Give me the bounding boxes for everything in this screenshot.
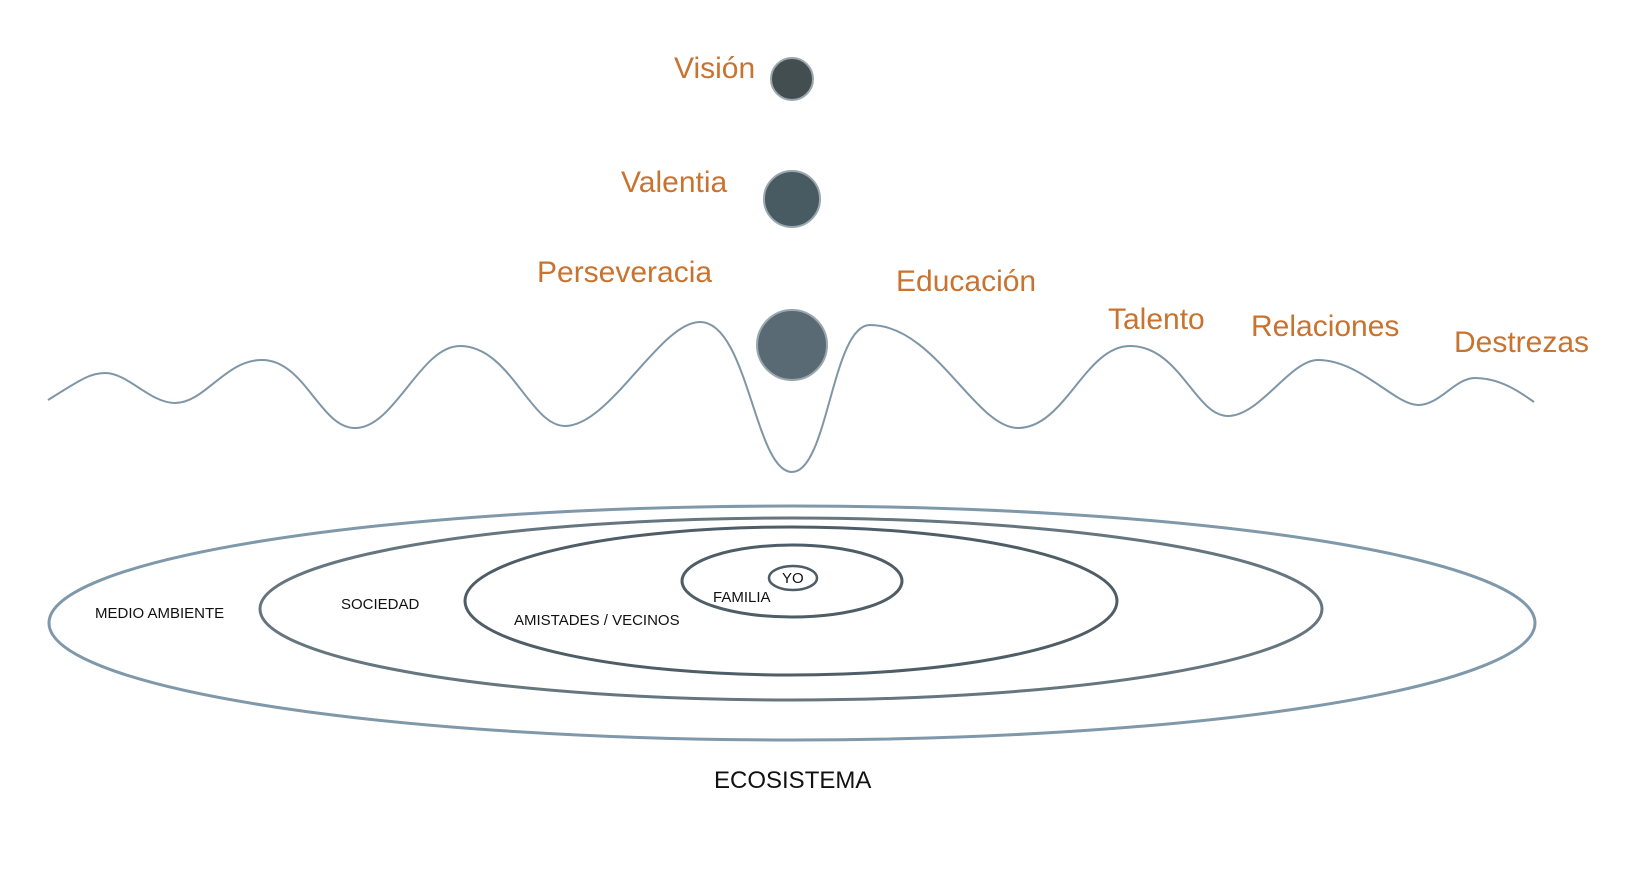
ring-medio-ambiente [47,504,1537,742]
label-perseveracia: Perseveracia [537,256,712,289]
label-talento: Talento [1108,303,1205,336]
label-vision: Visión [674,52,755,85]
ring-sociedad [258,516,1324,702]
vision-ball [770,57,814,101]
label-amistades: AMISTADES / VECINOS [514,612,680,629]
valentia-ball [763,170,821,228]
label-ecosistema: ECOSISTEMA [714,767,871,794]
wave-line [47,320,1535,474]
label-destrezas: Destrezas [1454,326,1589,359]
label-relaciones: Relaciones [1251,310,1399,343]
perseveracia-ball [756,309,828,381]
label-medio-ambiente: MEDIO AMBIENTE [95,605,224,622]
ring-amistades [463,525,1119,677]
ring-yo [767,564,819,592]
label-yo: YO [782,570,804,587]
ring-familia [680,543,904,619]
label-familia: FAMILIA [713,589,771,606]
label-educacion: Educación [896,265,1036,298]
label-valentia: Valentia [621,166,728,199]
label-sociedad: SOCIEDAD [341,596,420,613]
